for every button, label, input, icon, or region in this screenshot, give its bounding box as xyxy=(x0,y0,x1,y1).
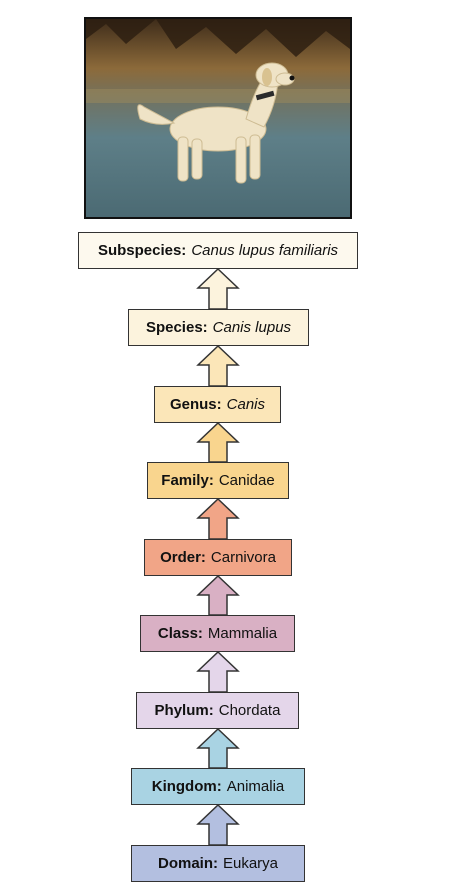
rank-value: Chordata xyxy=(218,702,281,719)
rank-label: Phylum: xyxy=(154,702,214,719)
rank-label: Class: xyxy=(157,625,203,642)
rank-value: Canidae xyxy=(218,472,275,489)
rank-label: Order: xyxy=(160,549,206,566)
rank-value: Animalia xyxy=(226,778,285,795)
rank-box-phylum: Phylum:Chordata xyxy=(136,692,299,729)
up-arrow-icon xyxy=(196,422,240,463)
rank-box-subspecies: Subspecies:Canus lupus familiaris xyxy=(78,232,358,269)
rank-label: Genus: xyxy=(169,396,222,413)
rank-value: Canis lupus xyxy=(212,319,292,336)
rank-value: Eukarya xyxy=(222,855,279,872)
up-arrow-icon xyxy=(196,268,240,310)
rank-value: Mammalia xyxy=(207,625,278,642)
rank-box-order: Order:Carnivora xyxy=(144,539,292,576)
golden-retriever-dog-photo xyxy=(86,19,350,217)
dog-photo xyxy=(84,17,352,219)
up-arrow-icon xyxy=(196,651,240,693)
up-arrow-icon xyxy=(196,498,240,540)
rank-label: Kingdom: xyxy=(151,778,222,795)
rank-box-domain: Domain:Eukarya xyxy=(131,845,305,882)
up-arrow-icon xyxy=(196,575,240,616)
rank-label: Family: xyxy=(161,472,214,489)
rank-box-family: Family:Canidae xyxy=(147,462,289,499)
up-arrow-icon xyxy=(196,345,240,387)
rank-label: Species: xyxy=(145,319,208,336)
rank-box-genus: Genus:Canis xyxy=(154,386,281,423)
up-arrow-icon xyxy=(196,728,240,769)
rank-value: Canus lupus familiaris xyxy=(191,242,339,259)
rank-value: Canis xyxy=(226,396,266,413)
rank-value: Carnivora xyxy=(210,549,276,566)
rank-box-class: Class:Mammalia xyxy=(140,615,295,652)
rank-label: Subspecies: xyxy=(97,242,187,259)
rank-box-kingdom: Kingdom:Animalia xyxy=(131,768,305,805)
up-arrow-icon xyxy=(196,804,240,846)
rank-label: Domain: xyxy=(157,855,218,872)
rank-box-species: Species:Canis lupus xyxy=(128,309,309,346)
